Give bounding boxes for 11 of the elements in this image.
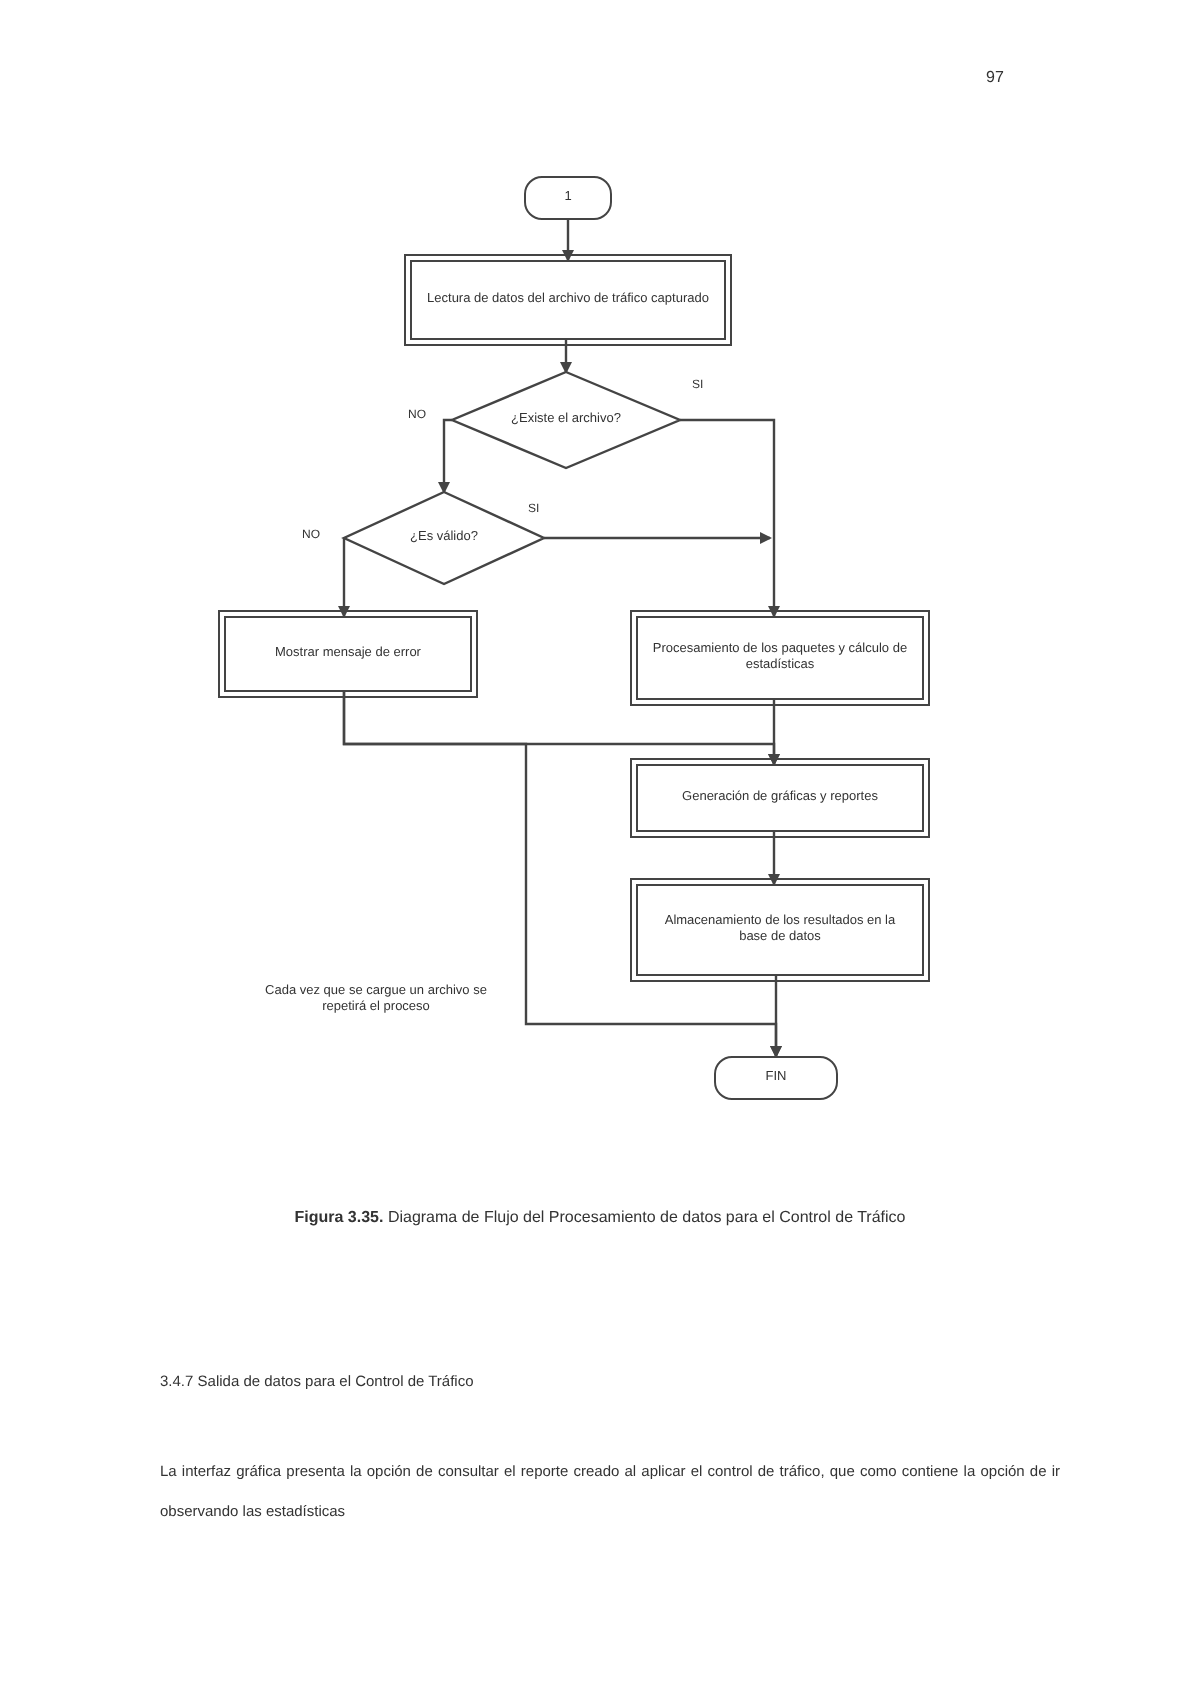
arrow [680,418,780,618]
arrow [560,340,572,374]
figure-caption: Figura 3.35. Diagrama de Flujo del Procesamiento de datos para el Control de Tráfico [292,1206,908,1230]
page-number: 97 [986,68,1006,89]
arrow [338,538,350,618]
arrow [768,832,780,886]
arrow [438,418,452,494]
arrow [562,220,574,262]
arrow [768,700,780,766]
arrow [770,976,782,1058]
arrow [544,532,772,544]
